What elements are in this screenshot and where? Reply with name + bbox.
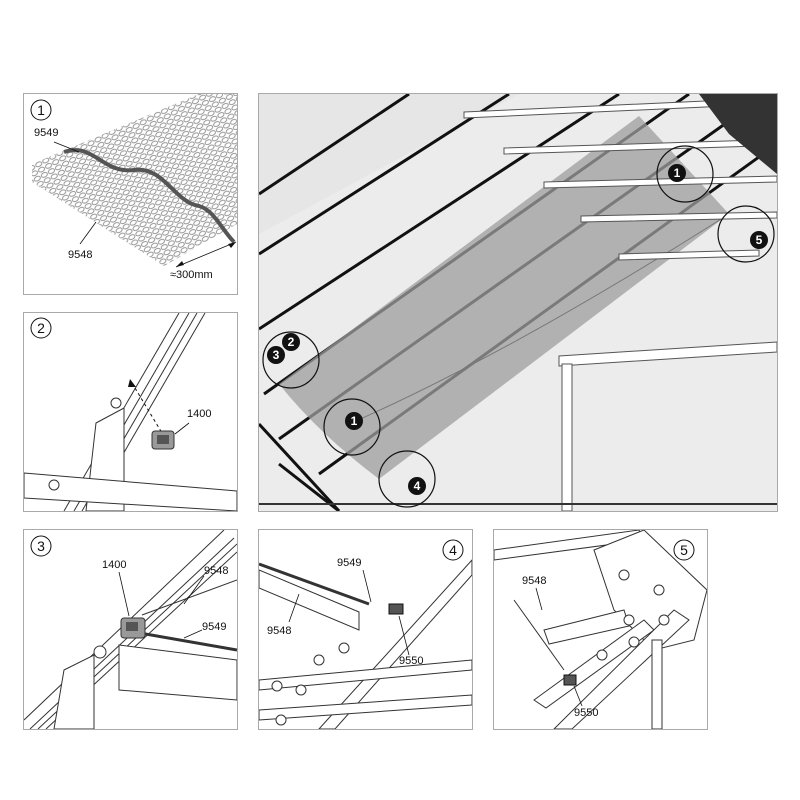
bolt-9550	[563, 674, 577, 686]
step-5-panel: 5 9548 9550	[493, 529, 708, 730]
shade-panel	[118, 644, 237, 701]
ridge-truss	[699, 94, 777, 174]
part-label-9548: 9548	[267, 625, 291, 637]
insert-arrow	[131, 382, 163, 434]
step-2-panel: 2 1400	[23, 312, 238, 512]
step-3-number: 3	[37, 538, 45, 554]
shade-net	[32, 94, 237, 266]
bolt-9550	[388, 603, 404, 615]
step-5-diagram: 5 9548 9550	[494, 530, 707, 729]
step-5-number: 5	[680, 542, 688, 558]
shade-cloth	[279, 116, 729, 479]
step-1-diagram: 1 9549 9548 ≈300mm	[30, 94, 237, 281]
shade-panel	[259, 569, 360, 631]
overview-callout-3: 3	[273, 348, 280, 362]
part-label-1400: 1400	[187, 408, 211, 420]
part-label-9548: 9548	[522, 575, 546, 587]
shade-edge-9548	[141, 579, 237, 616]
step-2-number-circle	[30, 317, 52, 339]
rod-9549	[259, 562, 370, 606]
step-3-panel: 3 1400 9548 9549	[23, 529, 238, 730]
purlins	[463, 99, 777, 261]
overview-callout-1-top: 1	[674, 166, 681, 180]
part-label-9550: 9550	[574, 707, 598, 719]
clip-1400	[120, 617, 146, 639]
overview-diagram: 1 5 2 3 1 4	[259, 94, 777, 511]
shade-edge-9548	[513, 599, 565, 671]
step-1-panel: 1 9549 9548 ≈300mm	[23, 93, 238, 295]
shade-panel	[543, 609, 630, 645]
part-label-9548: 9548	[68, 249, 92, 261]
step-3-number-circle	[30, 535, 52, 557]
dimension-line	[175, 241, 237, 268]
step-5-number-circle	[673, 539, 695, 561]
step-2-number: 2	[37, 320, 45, 336]
step-1-number: 1	[37, 102, 45, 118]
step-4-diagram: 4 9549 9548 9550	[259, 539, 472, 729]
roof-rail	[318, 559, 472, 729]
part-label-9550: 9550	[399, 655, 423, 667]
step-3-diagram: 3 1400 9548 9549	[24, 530, 237, 729]
part-label-9549: 9549	[337, 557, 361, 569]
step-4-panel: 4 9549 9548 9550	[258, 529, 473, 730]
part-label-9549: 9549	[202, 621, 226, 633]
overview-panel: 1 5 2 3 1 4	[258, 93, 778, 512]
front-beam	[558, 341, 777, 367]
overview-callout-5: 5	[756, 233, 763, 247]
frame-beam	[24, 472, 237, 511]
overview-callout-1-mid: 1	[351, 414, 358, 428]
overview-callout-4: 4	[414, 479, 421, 493]
part-label-1400: 1400	[102, 559, 126, 571]
part-label-9548: 9548	[204, 565, 228, 577]
rod-9549	[63, 148, 236, 244]
clip-1400	[151, 430, 175, 450]
step-4-number-circle	[442, 539, 464, 561]
step-1-number-circle	[30, 99, 52, 121]
step-4-number: 4	[449, 542, 457, 558]
overview-callout-2: 2	[288, 335, 295, 349]
step-2-diagram: 2 1400	[24, 313, 237, 511]
dimension-label: ≈300mm	[170, 269, 213, 281]
rod-9549	[133, 630, 237, 652]
part-label-9549: 9549	[34, 127, 58, 139]
